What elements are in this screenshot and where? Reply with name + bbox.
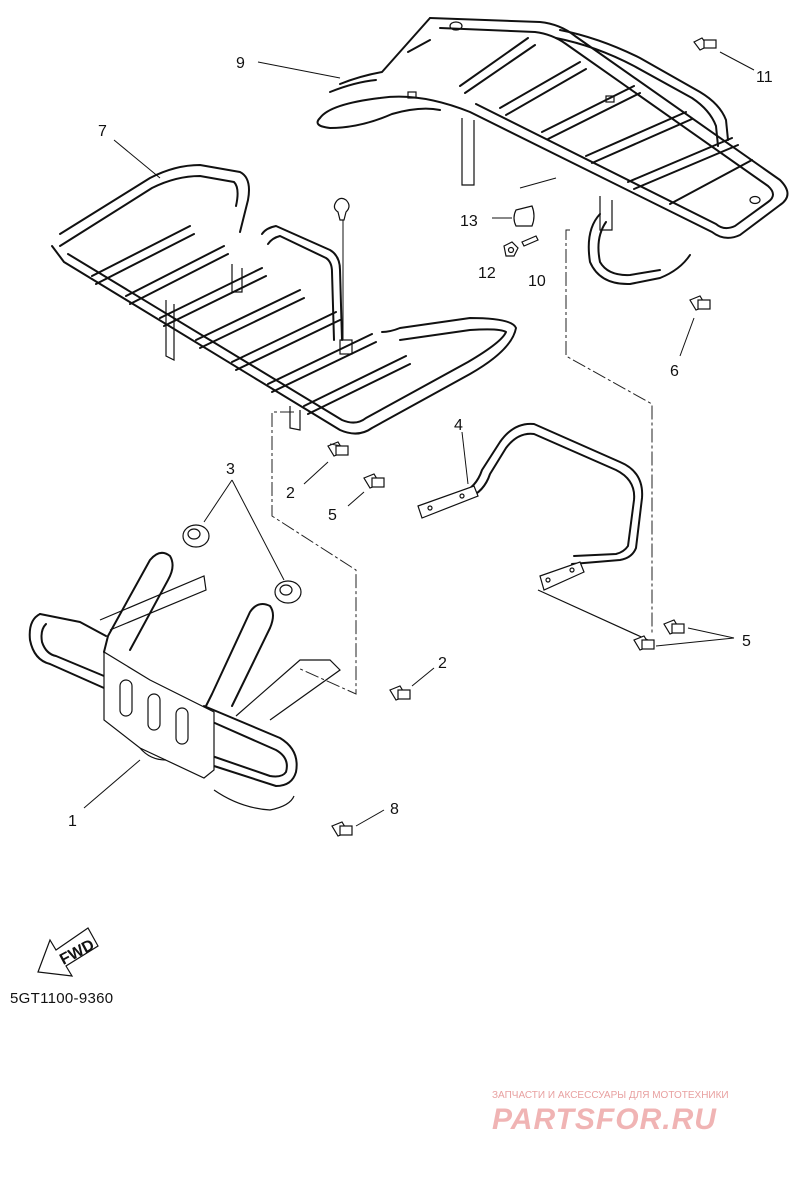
- callout-12: 12: [478, 265, 496, 282]
- spacer-part-3: [182, 524, 302, 604]
- bolt-part-11: [693, 37, 755, 71]
- bolt-part-5-right: [633, 619, 735, 651]
- callout-2-upper: 2: [286, 485, 295, 502]
- callout-7: 7: [98, 123, 107, 140]
- bolt-part-6: [679, 295, 711, 357]
- watermark-logo: PARTSFOR.RU: [492, 1103, 717, 1136]
- bolt-part-8: [331, 809, 385, 837]
- rear-carrier-part-9: [316, 17, 789, 286]
- callout-5-right: 5: [742, 633, 751, 650]
- callout-3: 3: [226, 461, 235, 478]
- callout-6: 6: [670, 363, 679, 380]
- collar-part-10: [521, 235, 539, 247]
- clamp-part-13: [492, 205, 535, 227]
- watermark-subtitle: ЗАПЧАСТИ И АКСЕССУАРЫ ДЛЯ МОТОТЕХНИКИ: [492, 1090, 729, 1101]
- bolt-part-2-upper: [303, 441, 349, 485]
- callout-2-lower: 2: [438, 655, 447, 672]
- callout-9: 9: [236, 55, 245, 72]
- bolt-part-5-left: [347, 473, 385, 507]
- callout-10: 10: [528, 273, 546, 290]
- front-carrier-part-7: [51, 164, 517, 435]
- bolt-part-2-lower: [389, 667, 435, 701]
- assembly-lines: [271, 229, 653, 695]
- callout-13: 13: [460, 213, 478, 230]
- front-bumper-part-1: [28, 551, 341, 811]
- nut-part-12: [503, 241, 519, 257]
- fwd-arrow: FWD: [37, 927, 99, 977]
- callout-8: 8: [390, 801, 399, 818]
- callout-5-left: 5: [328, 507, 337, 524]
- diagram-code: 5GT1100-9360: [10, 990, 114, 1007]
- callout-1: 1: [68, 813, 77, 830]
- callout-11: 11: [756, 69, 773, 86]
- guard-part-4: [417, 422, 649, 641]
- callout-4: 4: [454, 417, 463, 434]
- leader-lines: [83, 61, 557, 809]
- callout-labels: 9 11 7 13 12 10 6 4 3 2 5 5 2 8 1: [68, 55, 773, 830]
